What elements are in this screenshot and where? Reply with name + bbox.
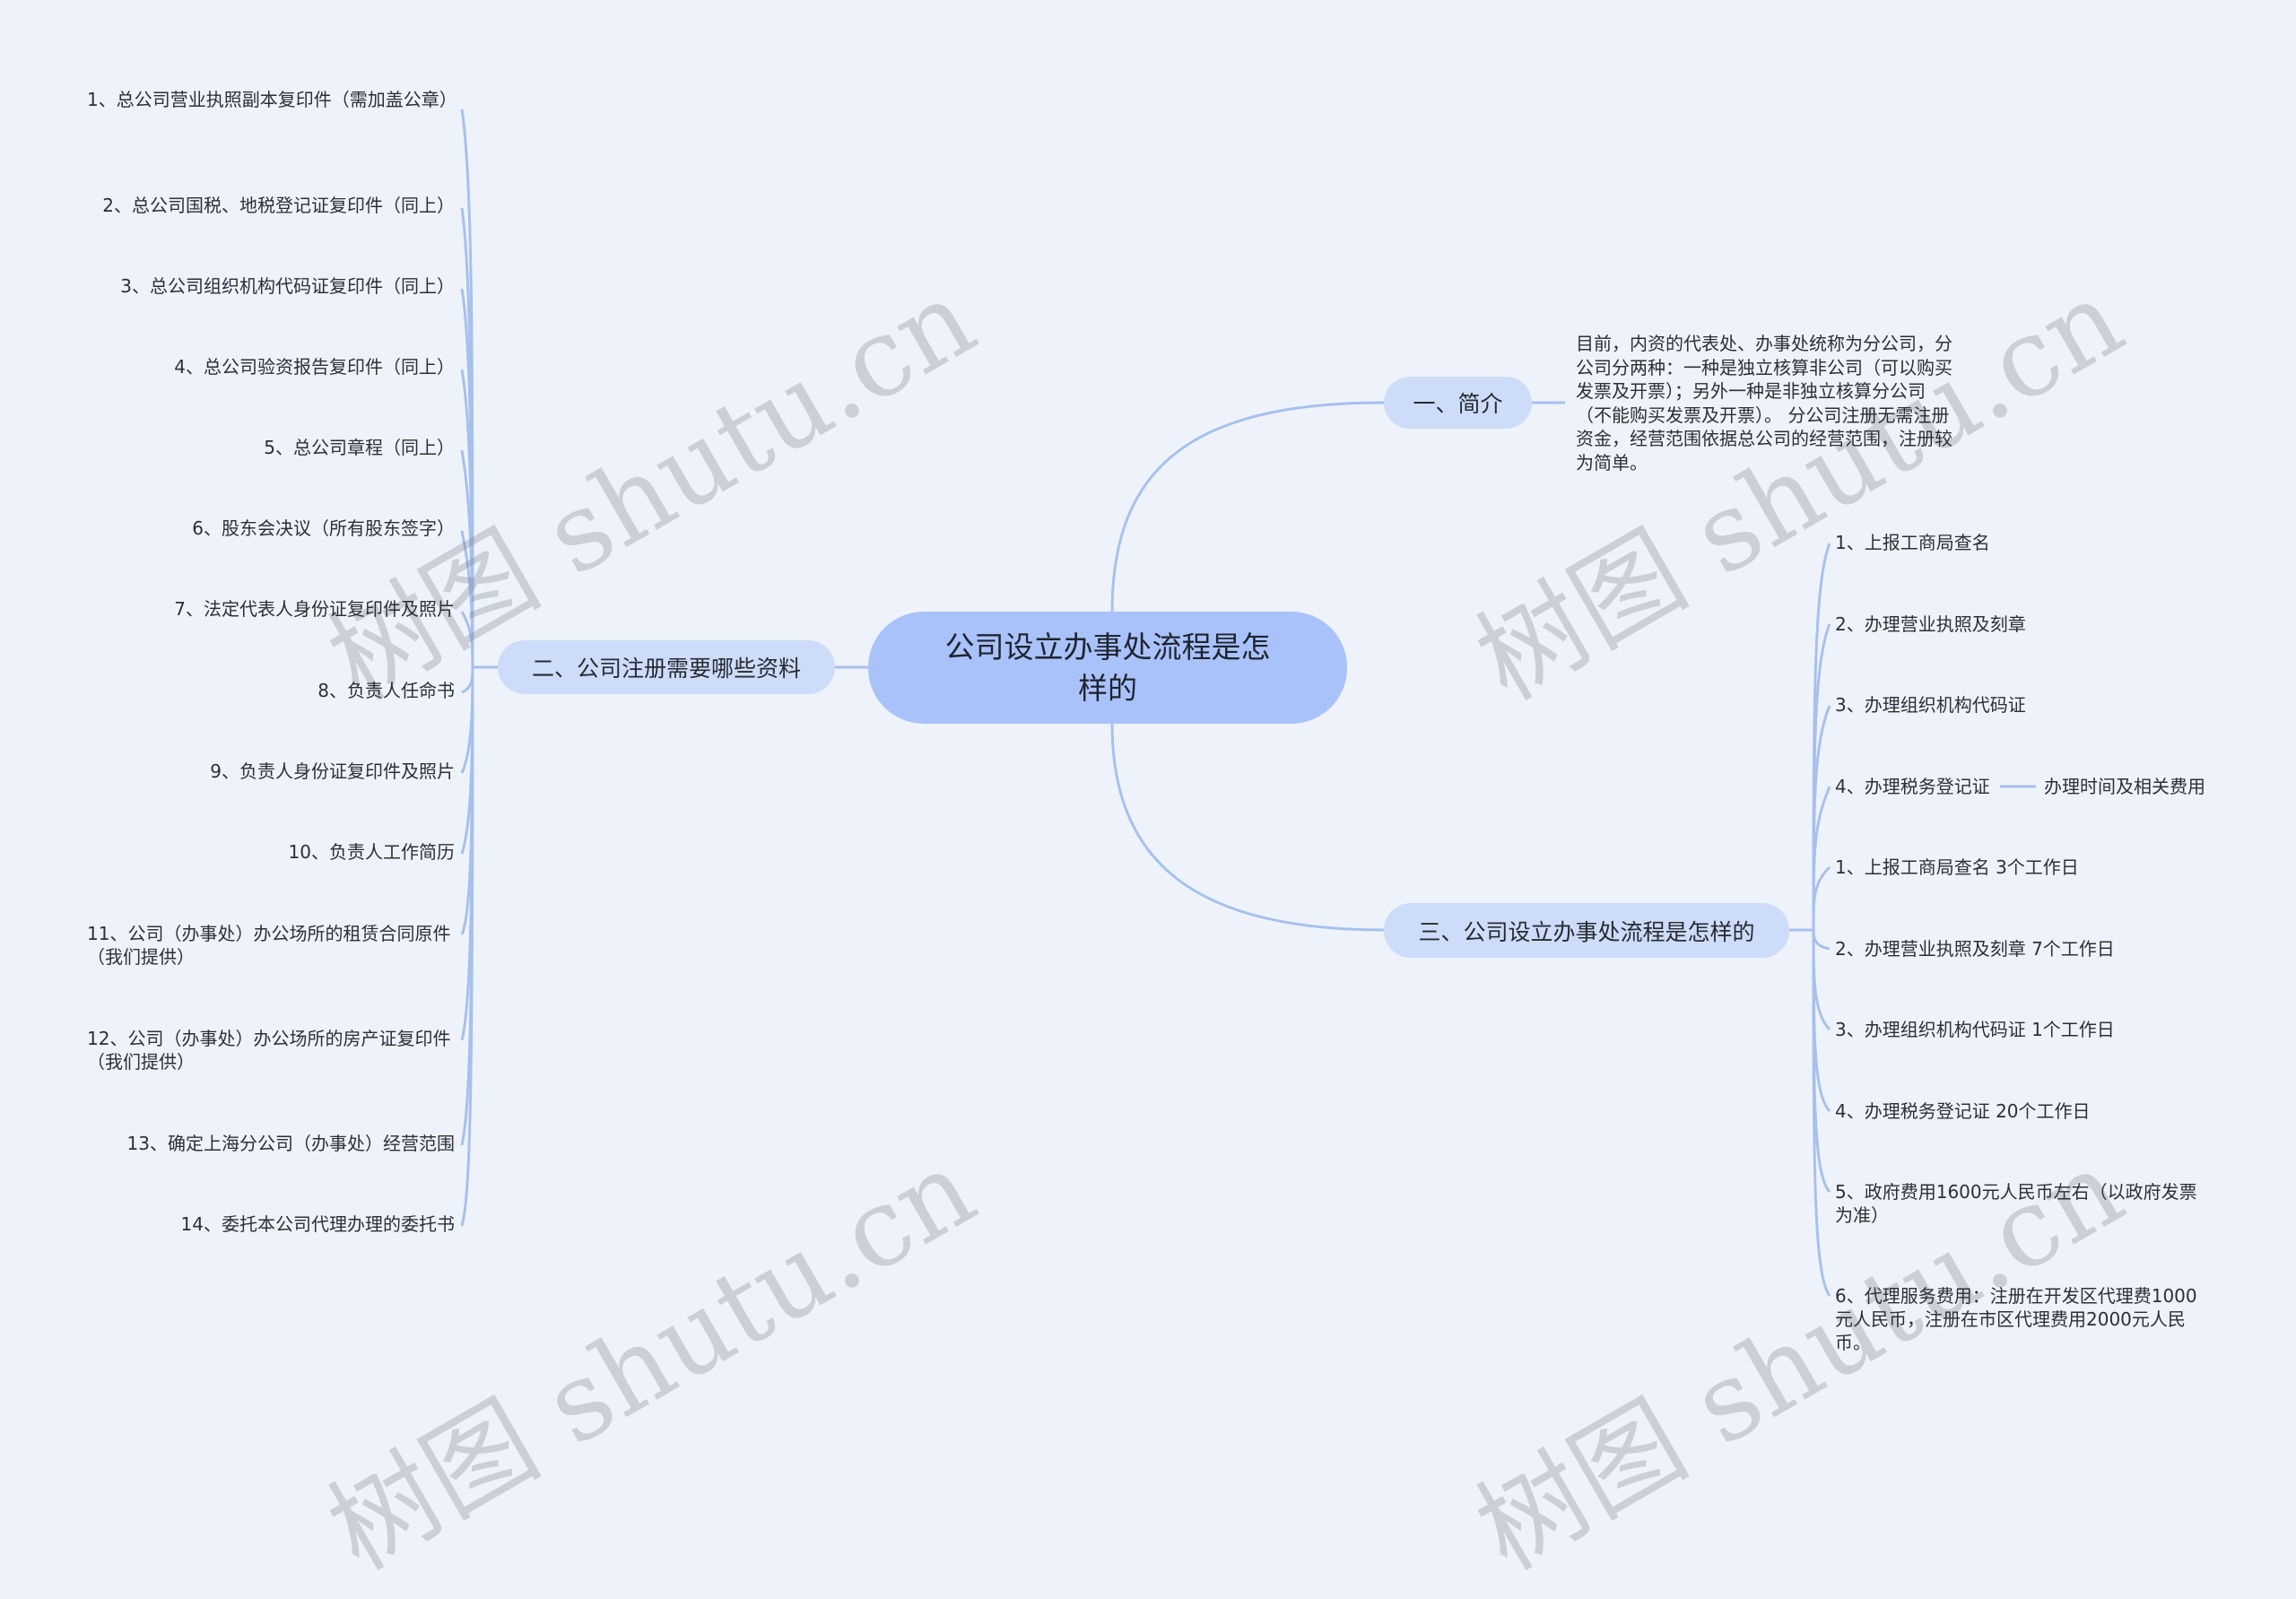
- material-item[interactable]: 8、负责人任命书: [317, 680, 455, 701]
- branch-process-label: 三、公司设立办事处流程是怎样的: [1418, 918, 1755, 945]
- process-step[interactable]: 4、办理税务登记证: [1835, 776, 1990, 797]
- material-item[interactable]: 7、法定代表人身份证复印件及照片: [174, 598, 455, 620]
- process-step[interactable]: 3、办理组织机构代码证: [1835, 694, 2026, 716]
- timing-item[interactable]: 3、办理组织机构代码证 1个工作日: [1835, 1019, 2115, 1040]
- branch-materials-label: 二、公司注册需要哪些资料: [531, 656, 801, 682]
- material-item[interactable]: 4、总公司验资报告复印件（同上）: [174, 356, 455, 378]
- root-topic-label: 公司设立办事处流程是怎样的: [944, 629, 1271, 706]
- material-item[interactable]: 10、负责人工作简历: [288, 841, 455, 863]
- branch-intro[interactable]: 一、简介: [1384, 377, 1532, 429]
- material-item[interactable]: 11、公司（办事处）办公场所的租赁合同原件（我们提供）: [87, 923, 451, 968]
- material-item[interactable]: 9、负责人身份证复印件及照片: [210, 760, 455, 782]
- intro-text[interactable]: 目前，内资的代表处、办事处统称为分公司，分公司分两种：一种是独立核算非公司（可以…: [1576, 333, 1952, 474]
- material-item[interactable]: 14、委托本公司代理办理的委托书: [180, 1213, 455, 1235]
- material-item[interactable]: 12、公司（办事处）办公场所的房产证复印件（我们提供）: [87, 1028, 451, 1073]
- branch-intro-label: 一、简介: [1413, 391, 1503, 417]
- material-item[interactable]: 1、总公司营业执照副本复印件（需加盖公章）: [87, 89, 457, 110]
- process-step[interactable]: 2、办理营业执照及刻章: [1835, 613, 2026, 635]
- process-step[interactable]: 1、上报工商局查名: [1835, 532, 1990, 553]
- timing-item[interactable]: 6、代理服务费用：注册在开发区代理费1000元人民币，注册在市区代理费用2000…: [1835, 1285, 2197, 1353]
- timing-item[interactable]: 2、办理营业执照及刻章 7个工作日: [1835, 938, 2115, 960]
- timing-item[interactable]: 4、办理税务登记证 20个工作日: [1835, 1100, 2091, 1122]
- branch-materials[interactable]: 二、公司注册需要哪些资料: [498, 640, 835, 694]
- material-item[interactable]: 13、确定上海分公司（办事处）经营范围: [126, 1133, 455, 1154]
- timing-item[interactable]: 1、上报工商局查名 3个工作日: [1835, 856, 2079, 878]
- timing-item[interactable]: 5、政府费用1600元人民币左右（以政府发票为准）: [1835, 1181, 2197, 1226]
- branch-process[interactable]: 三、公司设立办事处流程是怎样的: [1384, 903, 1789, 958]
- material-item[interactable]: 6、股东会决议（所有股东签字）: [192, 517, 455, 539]
- material-item[interactable]: 5、总公司章程（同上）: [264, 437, 455, 458]
- material-item[interactable]: 2、总公司国税、地税登记证复印件（同上）: [102, 195, 455, 216]
- process-step-child[interactable]: 办理时间及相关费用: [2044, 776, 2205, 797]
- root-topic[interactable]: 公司设立办事处流程是怎样的: [868, 612, 1347, 724]
- material-item[interactable]: 3、总公司组织机构代码证复印件（同上）: [120, 275, 455, 297]
- mindmap-connectors: [460, 109, 2036, 1297]
